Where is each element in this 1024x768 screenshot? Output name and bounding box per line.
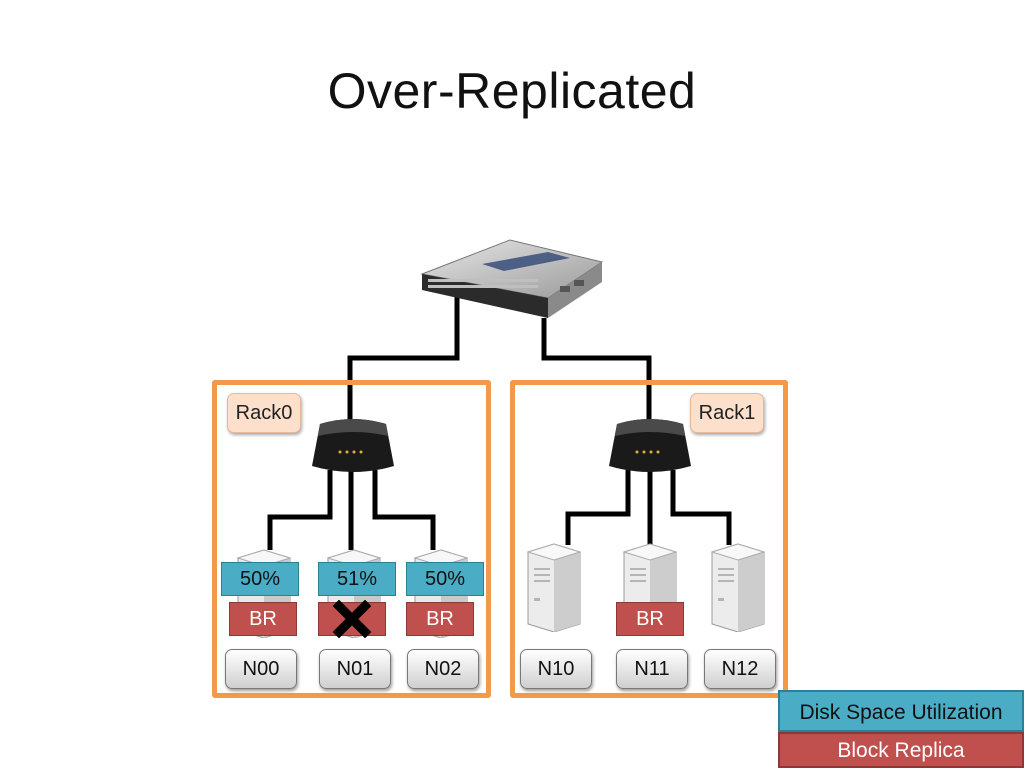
node-label-n12: N12 bbox=[704, 649, 776, 689]
uplink-rack1 bbox=[541, 318, 652, 425]
link-n12 bbox=[670, 470, 732, 545]
node-label-n02: N02 bbox=[407, 649, 479, 689]
link-n10 bbox=[565, 470, 631, 545]
rack-0 bbox=[212, 380, 491, 698]
block-replica-n00: BR bbox=[229, 602, 297, 636]
uplink-rack0 bbox=[347, 296, 460, 425]
utilization-badge-n01: 51% bbox=[318, 562, 396, 596]
utilization-badge-n02: 50% bbox=[406, 562, 484, 596]
slide-title: Over-Replicated bbox=[327, 63, 697, 119]
legend-disk-space-utilization: Disk Space Utilization bbox=[778, 690, 1024, 732]
node-label-n01: N01 bbox=[319, 649, 391, 689]
rack-1-label: Rack1 bbox=[690, 393, 764, 433]
link-n02 bbox=[372, 470, 436, 550]
core-switch-icon bbox=[420, 239, 604, 318]
rack-router-icon bbox=[312, 419, 394, 472]
server-icon bbox=[710, 543, 766, 632]
utilization-badge-n00: 50% bbox=[221, 562, 299, 596]
link-n00 bbox=[267, 470, 333, 550]
rack-0-label: Rack0 bbox=[227, 393, 301, 433]
legend-block-replica: Block Replica bbox=[778, 732, 1024, 768]
block-replica-n11: BR bbox=[616, 602, 684, 636]
rack-1 bbox=[510, 380, 788, 698]
node-label-n00: N00 bbox=[225, 649, 297, 689]
node-label-n11: N11 bbox=[616, 649, 688, 689]
rack-router-icon bbox=[609, 419, 691, 472]
remove-x-icon bbox=[333, 600, 371, 638]
server-icon bbox=[526, 543, 582, 632]
node-label-n10: N10 bbox=[520, 649, 592, 689]
block-replica-n02: BR bbox=[406, 602, 474, 636]
